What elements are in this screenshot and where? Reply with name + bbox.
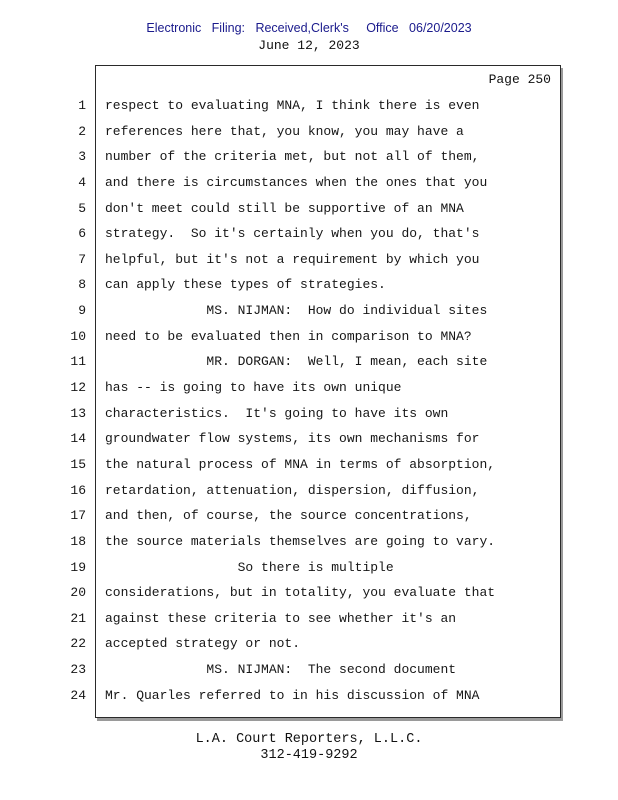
line-number: 7 — [78, 251, 86, 267]
efiling-stamp: Electronic Filing: Received,Clerk's Offi… — [146, 21, 472, 35]
line-number: 17 — [70, 508, 86, 524]
line-text: MS. NIJMAN: How do individual sites — [105, 303, 488, 319]
line-number: 13 — [70, 405, 86, 421]
line-text: references here that, you know, you may … — [105, 123, 464, 139]
transcript-line: 7 helpful, but it's not a requirement by … — [0, 247, 618, 273]
transcript-line: 2 references here that, you know, you may… — [0, 119, 618, 145]
line-number: 8 — [78, 277, 86, 293]
line-number: 12 — [70, 380, 86, 396]
hearing-date: June 12, 2023 — [258, 38, 360, 53]
transcript-lines: 1 respect to evaluating MNA, I think ther… — [0, 93, 618, 708]
line-number: 9 — [78, 303, 86, 319]
line-text: So there is multiple — [105, 559, 394, 575]
line-text: and there is circumstances when the ones… — [105, 174, 488, 190]
line-number: 18 — [70, 533, 86, 549]
line-text: need to be evaluated then in comparison … — [105, 328, 472, 344]
page-number-label: Page 250 — [488, 72, 551, 87]
transcript-line: 18 the source materials themselves are go… — [0, 529, 618, 555]
line-number: 20 — [70, 585, 86, 601]
line-text: considerations, but in totality, you eva… — [105, 585, 496, 601]
line-text: can apply these types of strategies. — [105, 277, 386, 293]
line-text: number of the criteria met, but not all … — [105, 149, 480, 165]
line-text: characteristics. It's going to have its … — [105, 405, 449, 421]
line-number: 19 — [70, 559, 86, 575]
transcript-line: 19 So there is multiple — [0, 555, 618, 581]
transcript-line: 8 can apply these types of strategies. — [0, 272, 618, 298]
line-number: 22 — [70, 636, 86, 652]
transcript-line: 15 the natural process of MNA in terms of… — [0, 452, 618, 478]
line-number: 3 — [78, 149, 86, 165]
line-text: Mr. Quarles referred to in his discussio… — [105, 687, 480, 703]
line-text: MS. NIJMAN: The second document — [105, 662, 457, 678]
transcript-line: 9 MS. NIJMAN: How do individual sites — [0, 298, 618, 324]
line-text: groundwater flow systems, its own mechan… — [105, 431, 480, 447]
transcript-line: 14 groundwater flow systems, its own mech… — [0, 426, 618, 452]
line-text: helpful, but it's not a requirement by w… — [105, 251, 480, 267]
line-number: 23 — [70, 662, 86, 678]
line-text: has -- is going to have its own unique — [105, 380, 402, 396]
line-text: the source materials themselves are goin… — [105, 533, 496, 549]
transcript-line: 4 and there is circumstances when the one… — [0, 170, 618, 196]
line-number: 15 — [70, 456, 86, 472]
line-number: 16 — [70, 482, 86, 498]
transcript-line: 1 respect to evaluating MNA, I think ther… — [0, 93, 618, 119]
line-text: respect to evaluating MNA, I think there… — [105, 98, 480, 113]
line-number: 1 — [78, 98, 86, 113]
line-number: 24 — [70, 687, 86, 703]
line-number: 6 — [78, 226, 86, 242]
transcript-line: 6 strategy. So it's certainly when you do… — [0, 221, 618, 247]
line-text: strategy. So it's certainly when you do,… — [105, 226, 480, 242]
footer-court-reporter: L.A. Court Reporters, L.L.C. — [195, 732, 423, 747]
transcript-line: 12 has -- is going to have its own unique — [0, 375, 618, 401]
transcript-line: 21 against these criteria to see whether … — [0, 606, 618, 632]
transcript-line: 23 MS. NIJMAN: The second document — [0, 657, 618, 683]
transcript-line: 22 accepted strategy or not. — [0, 631, 618, 657]
line-text: against these criteria to see whether it… — [105, 610, 457, 626]
transcript-line: 10 need to be evaluated then in compariso… — [0, 324, 618, 350]
line-number: 21 — [70, 610, 86, 626]
transcript-line: 24 Mr. Quarles referred to in his discuss… — [0, 683, 618, 709]
transcript-line: 16 retardation, attenuation, dispersion, … — [0, 478, 618, 504]
line-number: 14 — [70, 431, 86, 447]
transcript-line: 11 MR. DORGAN: Well, I mean, each site — [0, 349, 618, 375]
line-number: 2 — [78, 123, 86, 139]
transcript-page-border — [95, 65, 561, 718]
transcript-line: 13 characteristics. It's going to have it… — [0, 401, 618, 427]
line-number: 10 — [70, 328, 86, 344]
line-number: 11 — [70, 354, 86, 370]
line-number: 5 — [78, 200, 86, 216]
footer-phone-number: 312-419-9292 — [260, 748, 358, 763]
line-number: 4 — [78, 174, 86, 190]
transcript-line: 3 number of the criteria met, but not all… — [0, 144, 618, 170]
line-text: the natural process of MNA in terms of a… — [105, 456, 496, 472]
line-text: MR. DORGAN: Well, I mean, each site — [105, 354, 488, 370]
line-text: and then, of course, the source concentr… — [105, 508, 472, 524]
transcript-line: 5 don't meet could still be supportive of… — [0, 196, 618, 222]
line-text: retardation, attenuation, dispersion, di… — [105, 482, 480, 498]
line-text: accepted strategy or not. — [105, 636, 301, 652]
transcript-line: 20 considerations, but in totality, you e… — [0, 580, 618, 606]
line-text: don't meet could still be supportive of … — [105, 200, 464, 216]
transcript-line: 17 and then, of course, the source concen… — [0, 503, 618, 529]
